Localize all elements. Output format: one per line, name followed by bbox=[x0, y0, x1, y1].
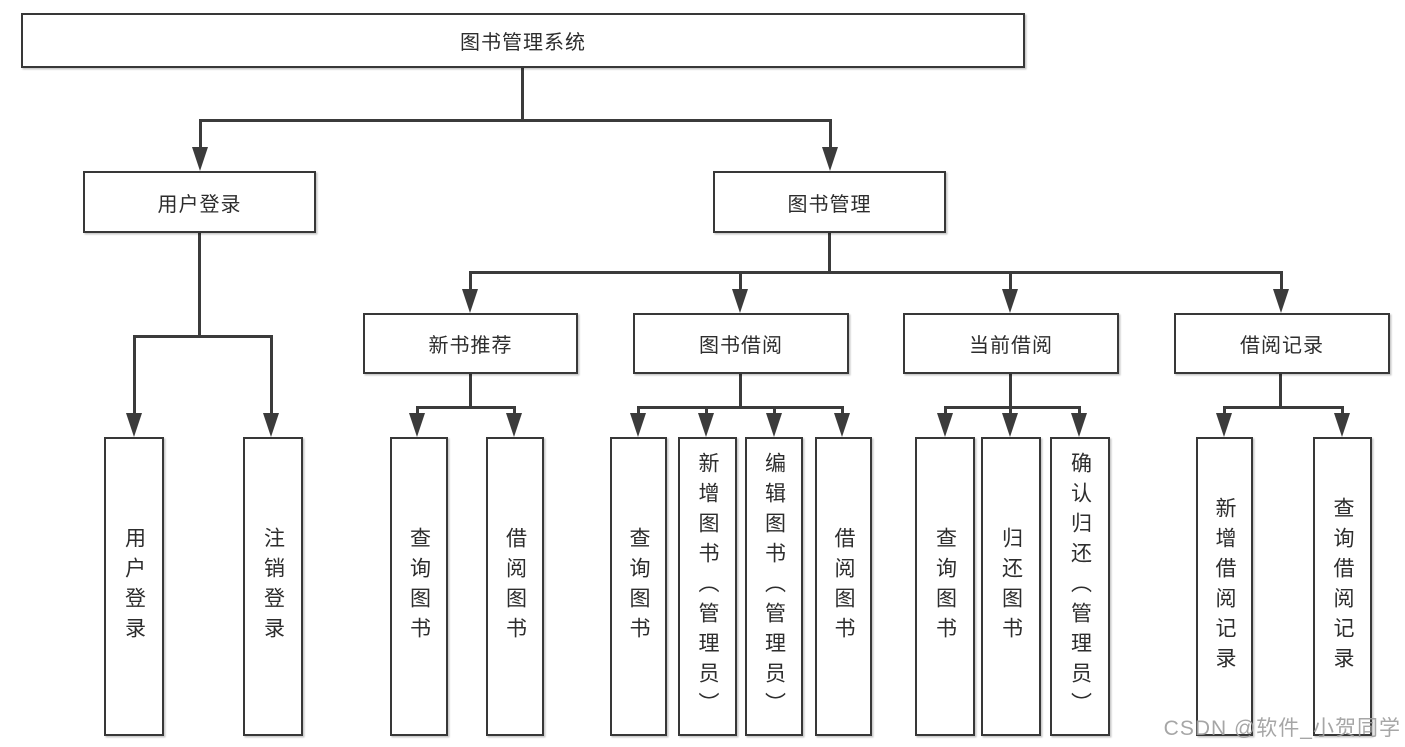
connector-line bbox=[469, 271, 472, 293]
leaf-query-borrow-record-label: 查询借阅记录 bbox=[1331, 496, 1354, 677]
leaf-add-book-admin: 新增图书（管理员） bbox=[678, 437, 737, 736]
arrowhead-icon bbox=[937, 413, 953, 437]
leaf-query-books-current: 查询图书 bbox=[915, 437, 975, 736]
arrowhead-icon bbox=[506, 413, 522, 437]
leaf-return-book: 归还图书 bbox=[981, 437, 1041, 736]
leaf-borrow-books-recommend: 借阅图书 bbox=[486, 437, 544, 736]
arrowhead-icon bbox=[462, 289, 478, 313]
arrowhead-icon bbox=[1334, 413, 1350, 437]
node-user-login-label: 用户登录 bbox=[157, 193, 242, 216]
connector-line bbox=[416, 406, 516, 409]
leaf-query-books-recommend-label: 查询图书 bbox=[407, 526, 431, 647]
node-book-borrow-label: 图书借阅 bbox=[699, 335, 783, 357]
leaf-query-books-borrow-label: 查询图书 bbox=[627, 526, 650, 647]
connector-line bbox=[739, 374, 742, 408]
connector-line bbox=[829, 119, 832, 149]
arrowhead-icon bbox=[1216, 413, 1232, 437]
leaf-query-books-current-label: 查询图书 bbox=[933, 526, 957, 647]
arrowhead-icon bbox=[192, 147, 208, 171]
connector-line bbox=[270, 335, 273, 417]
leaf-edit-book-admin-label: 编辑图书（管理员） bbox=[762, 451, 786, 722]
connector-line bbox=[469, 271, 1283, 274]
node-book-management: 图书管理 bbox=[713, 171, 946, 233]
node-new-book-recommend-label: 新书推荐 bbox=[428, 335, 513, 357]
connector-line bbox=[133, 335, 136, 417]
leaf-add-borrow-record: 新增借阅记录 bbox=[1196, 437, 1253, 736]
connector-line bbox=[469, 374, 472, 408]
leaf-query-borrow-record: 查询借阅记录 bbox=[1313, 437, 1372, 736]
leaf-query-books-recommend: 查询图书 bbox=[390, 437, 448, 736]
connector-line bbox=[1223, 406, 1344, 409]
connector-line bbox=[199, 119, 202, 149]
connector-line bbox=[1280, 271, 1283, 293]
leaf-confirm-return-admin: 确认归还（管理员） bbox=[1050, 437, 1110, 736]
node-library-system: 图书管理系统 bbox=[21, 13, 1025, 68]
node-library-system-label: 图书管理系统 bbox=[460, 32, 586, 54]
node-borrow-records-label: 借阅记录 bbox=[1240, 335, 1324, 357]
node-new-book-recommend: 新书推荐 bbox=[363, 313, 578, 374]
leaf-user-login: 用户登录 bbox=[104, 437, 164, 736]
connector-line bbox=[198, 233, 201, 337]
node-current-borrow: 当前借阅 bbox=[903, 313, 1119, 374]
arrowhead-icon bbox=[1002, 413, 1018, 437]
arrowhead-icon bbox=[1071, 413, 1087, 437]
node-book-management-label: 图书管理 bbox=[787, 193, 872, 216]
connector-line bbox=[739, 271, 742, 293]
arrowhead-icon bbox=[126, 413, 142, 437]
arrowhead-icon bbox=[1273, 289, 1289, 313]
arrowhead-icon bbox=[698, 413, 714, 437]
leaf-borrow-books-label: 借阅图书 bbox=[832, 526, 855, 647]
connector-line bbox=[944, 406, 1081, 409]
leaf-borrow-books: 借阅图书 bbox=[815, 437, 872, 736]
connector-line bbox=[1009, 271, 1012, 293]
leaf-confirm-return-admin-label: 确认归还（管理员） bbox=[1068, 451, 1092, 722]
leaf-edit-book-admin: 编辑图书（管理员） bbox=[745, 437, 803, 736]
node-borrow-records: 借阅记录 bbox=[1174, 313, 1390, 374]
arrowhead-icon bbox=[1002, 289, 1018, 313]
arrowhead-icon bbox=[263, 413, 279, 437]
leaf-logout-label: 注销登录 bbox=[261, 526, 285, 647]
leaf-logout: 注销登录 bbox=[243, 437, 303, 736]
connector-line bbox=[1279, 374, 1282, 408]
node-user-login: 用户登录 bbox=[83, 171, 316, 233]
connector-line bbox=[133, 335, 273, 338]
connector-line bbox=[199, 119, 832, 122]
arrowhead-icon bbox=[822, 147, 838, 171]
leaf-user-login-label: 用户登录 bbox=[122, 526, 146, 647]
node-current-borrow-label: 当前借阅 bbox=[969, 335, 1053, 357]
leaf-add-borrow-record-label: 新增借阅记录 bbox=[1213, 496, 1236, 677]
leaf-return-book-label: 归还图书 bbox=[999, 526, 1023, 647]
connector-line bbox=[1009, 374, 1012, 408]
leaf-add-book-admin-label: 新增图书（管理员） bbox=[696, 451, 719, 722]
arrowhead-icon bbox=[630, 413, 646, 437]
node-book-borrow: 图书借阅 bbox=[633, 313, 849, 374]
connector-line bbox=[828, 233, 831, 273]
arrowhead-icon bbox=[409, 413, 425, 437]
leaf-borrow-books-recommend-label: 借阅图书 bbox=[503, 526, 527, 647]
leaf-query-books-borrow: 查询图书 bbox=[610, 437, 667, 736]
arrowhead-icon bbox=[766, 413, 782, 437]
arrowhead-icon bbox=[732, 289, 748, 313]
connector-line bbox=[637, 406, 844, 409]
connector-line bbox=[521, 68, 524, 121]
arrowhead-icon bbox=[834, 413, 850, 437]
csdn-watermark: CSDN @软件_小贺同学 bbox=[1163, 717, 1401, 740]
